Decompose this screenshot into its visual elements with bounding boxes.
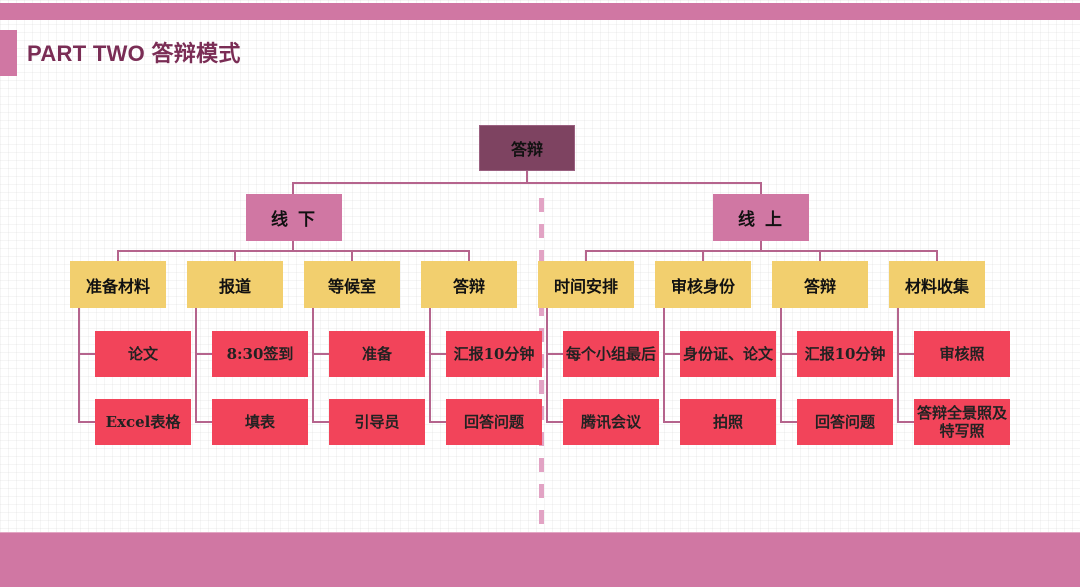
group-defense-offline: 答辩 (421, 261, 517, 308)
group-prepare-materials: 准备材料 (70, 261, 166, 308)
leaf-node: 身份证、论文 (680, 331, 776, 377)
leaf-node: 拍照 (680, 399, 776, 445)
branch-online: 线 上 (713, 194, 809, 241)
group-material-collection: 材料收集 (889, 261, 985, 308)
connector-group-6 (663, 308, 680, 423)
leaf-node: 回答问题 (446, 399, 542, 445)
group-defense-online: 答辩 (772, 261, 868, 308)
leaf-node: 腾讯会议 (563, 399, 659, 445)
connector-group-1 (78, 308, 95, 423)
leaf-node: 填表 (212, 399, 308, 445)
connector-group-2 (195, 308, 212, 423)
group-check-in: 报道 (187, 261, 283, 308)
group-waiting-room: 等候室 (304, 261, 400, 308)
connector-group-8 (897, 308, 914, 423)
leaf-node: 引导员 (329, 399, 425, 445)
leaf-node: Excel表格 (95, 399, 191, 445)
leaf-node: 答辩全景照及特写照 (914, 399, 1010, 445)
leaf-node: 每个小组最后 (563, 331, 659, 377)
leaf-node: 回答问题 (797, 399, 893, 445)
group-identity-check: 审核身份 (655, 261, 751, 308)
page-title: PART TWO 答辩模式 (27, 41, 241, 66)
leaf-node: 汇报10分钟 (446, 331, 542, 377)
leaf-node: 准备 (329, 331, 425, 377)
top-accent-bar (0, 3, 1080, 20)
connector-branch-right (585, 241, 938, 261)
leaf-node: 论文 (95, 331, 191, 377)
connector-group-3 (312, 308, 329, 423)
title-accent-block (0, 30, 17, 76)
leaf-node: 8:30签到 (212, 331, 308, 377)
connector-group-5 (546, 308, 563, 423)
connector-group-7 (780, 308, 797, 423)
root-node: 答辩 (479, 125, 575, 171)
connector-group-4 (429, 308, 446, 423)
leaf-node: 审核照 (914, 331, 1010, 377)
connector-root (292, 171, 762, 194)
connector-branch-left (117, 241, 470, 261)
branch-offline: 线 下 (246, 194, 342, 241)
bottom-accent-bar (0, 532, 1080, 587)
group-schedule: 时间安排 (538, 261, 634, 308)
leaf-node: 汇报10分钟 (797, 331, 893, 377)
